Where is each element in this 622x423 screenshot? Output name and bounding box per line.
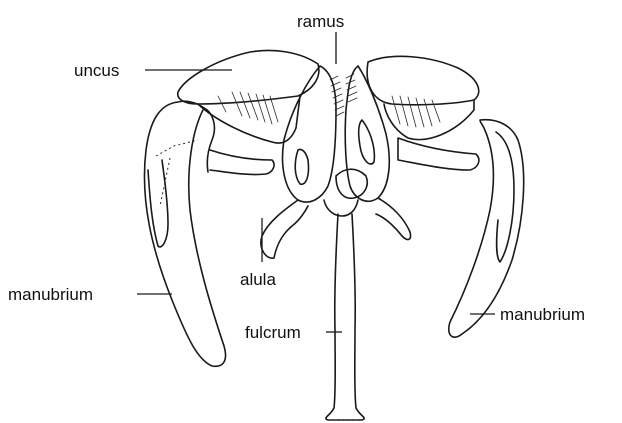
label-alula: alula <box>240 270 276 289</box>
rami <box>261 66 411 258</box>
label-uncus: uncus <box>74 61 119 80</box>
fulcrum <box>326 214 364 420</box>
label-ramus: ramus <box>297 12 344 31</box>
label-fulcrum: fulcrum <box>245 323 301 342</box>
label-manubrium-right: manubrium <box>500 305 585 324</box>
left-uncus <box>178 51 319 144</box>
label-manubrium-left: manubrium <box>8 285 93 304</box>
leader-lines <box>137 32 495 332</box>
